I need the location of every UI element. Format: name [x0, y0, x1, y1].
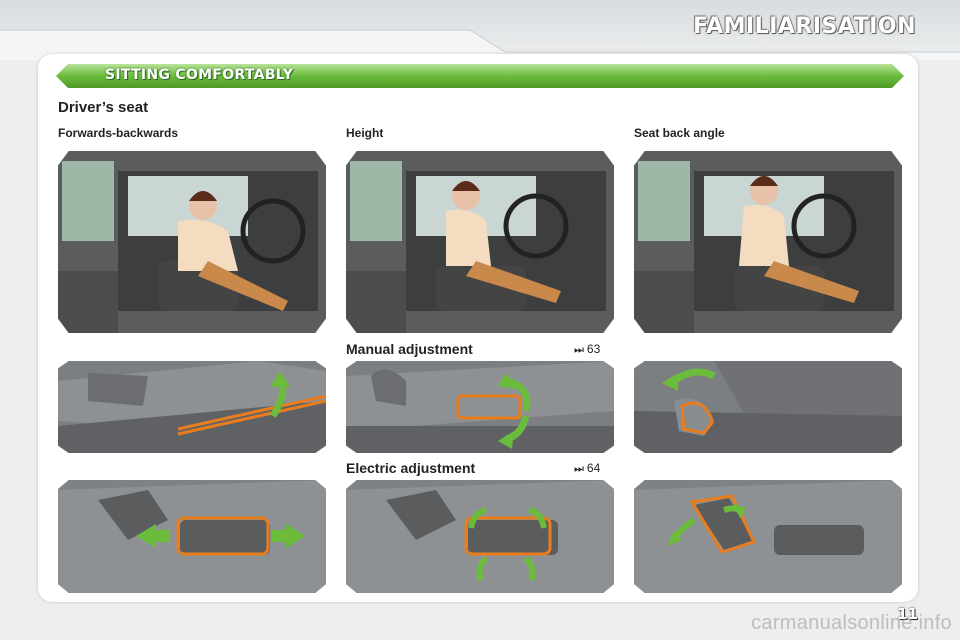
electric-control-forwards-backwards [58, 480, 326, 593]
forward-arrow-icon: ⏭ [574, 344, 584, 356]
manual-adjustment-ref[interactable]: ⏭63 [574, 342, 600, 357]
electric-adjustment-ref[interactable]: ⏭64 [574, 461, 600, 476]
manual-adjustment-label: Manual adjustment [346, 341, 473, 357]
illustration-forwards-backwards [58, 151, 326, 333]
electric-control-height [346, 480, 614, 593]
column-label-height: Height [346, 126, 384, 140]
page-title: FAMILIARISATION [693, 14, 916, 39]
section-title: SITTING COMFORTABLY [105, 67, 294, 83]
forward-arrow-icon: ⏭ [574, 463, 584, 475]
illustration-height [346, 151, 614, 333]
manual-control-forwards-backwards [58, 361, 326, 453]
section-bar [56, 64, 904, 88]
manual-control-height [346, 361, 614, 453]
electric-control-seat-back-angle [634, 480, 902, 593]
header-tab-shape [0, 29, 960, 60]
illustration-seat-back-angle [634, 151, 902, 333]
manual-control-seat-back-angle [634, 361, 902, 453]
page-number: 11 [897, 605, 918, 623]
column-label-seat-back-angle: Seat back angle [634, 126, 725, 140]
drivers-seat-heading: Driver’s seat [58, 99, 149, 116]
electric-ref-page: 64 [586, 461, 601, 475]
electric-adjustment-label: Electric adjustment [346, 460, 476, 476]
manual-ref-page: 63 [586, 342, 601, 356]
column-label-forwards-backwards: Forwards-backwards [58, 126, 179, 140]
watermark: carmanualsonline.info [751, 612, 952, 634]
